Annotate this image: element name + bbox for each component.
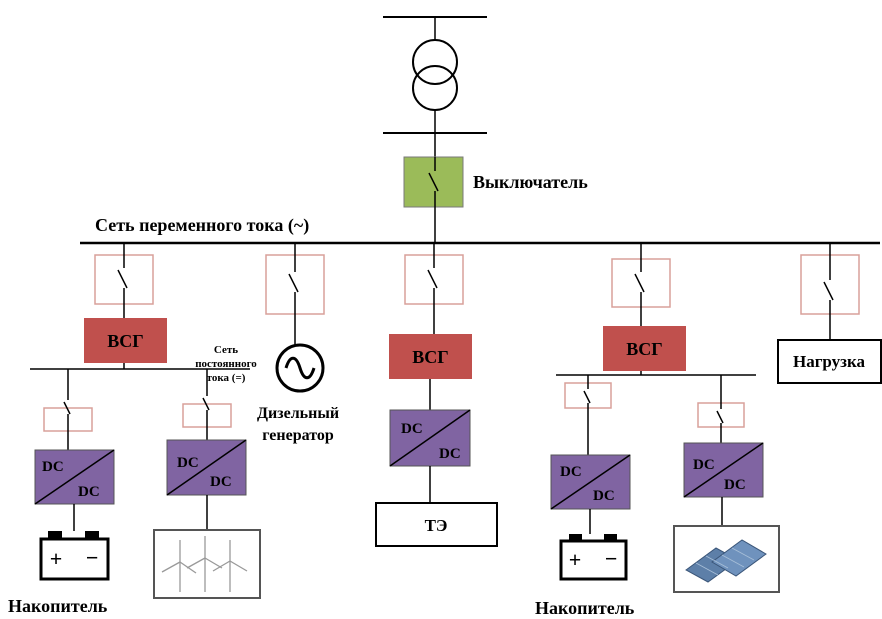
svg-text:DC: DC	[401, 421, 423, 437]
svg-text:DC: DC	[177, 455, 199, 471]
svg-text:DC: DC	[560, 464, 582, 480]
diesel-label: Дизельный	[257, 405, 339, 422]
fuel-cell-block: ТЭ	[375, 502, 498, 547]
dcdc-converter: DC DC	[166, 439, 247, 496]
dc-switch	[564, 375, 612, 455]
svg-text:−: −	[605, 546, 618, 571]
svg-text:+: +	[569, 547, 582, 572]
dc-switch	[697, 375, 745, 443]
branch-switch	[94, 243, 154, 318]
dc-grid-label: Сеть	[214, 344, 238, 356]
hv-bus	[383, 16, 487, 40]
dc-grid-label: тока (=)	[207, 372, 246, 384]
svg-text:ВСГ: ВСГ	[412, 347, 448, 367]
dcdc-converter: DC DC	[389, 409, 471, 467]
vsg-block: ВСГ	[389, 334, 472, 379]
svg-text:DC: DC	[439, 446, 461, 462]
transformer-icon	[412, 39, 458, 111]
diesel-label: генератор	[262, 427, 334, 444]
svg-text:−: −	[86, 545, 99, 570]
branch-switch	[800, 243, 860, 340]
svg-text:DC: DC	[693, 457, 715, 473]
dc-switch	[43, 369, 93, 450]
vsg-block: ВСГ	[603, 326, 686, 371]
svg-text:ВСГ: ВСГ	[626, 339, 662, 359]
branch-switch	[611, 243, 671, 326]
dcdc-converter: DC DC	[550, 454, 631, 510]
svg-text:+: +	[50, 546, 63, 571]
ac-grid-label: Сеть переменного тока (~)	[95, 215, 309, 236]
svg-text:DC: DC	[210, 474, 232, 490]
svg-text:ВСГ: ВСГ	[107, 331, 143, 351]
battery-icon: + −	[559, 534, 628, 581]
dcdc-converter: DC DC	[683, 442, 764, 498]
storage-label: Накопитель	[8, 596, 108, 616]
ac-generator-icon	[275, 343, 325, 393]
main-breaker	[403, 156, 464, 208]
vsg-block: ВСГ	[84, 318, 167, 363]
branch-switch	[404, 243, 464, 334]
storage-label: Накопитель	[535, 598, 635, 618]
dc-switch	[182, 369, 232, 440]
dcdc-converter: DC DC	[34, 449, 115, 505]
solar-panel-icon	[673, 525, 780, 593]
load-block: Нагрузка	[777, 339, 882, 384]
svg-text:DC: DC	[78, 484, 100, 500]
svg-text:Нагрузка: Нагрузка	[793, 352, 866, 371]
svg-text:DC: DC	[593, 488, 615, 504]
branch-switch	[265, 243, 325, 345]
battery-icon: + −	[39, 531, 110, 581]
svg-text:ТЭ: ТЭ	[425, 516, 448, 535]
dc-grid-label: постоянного	[195, 358, 257, 370]
svg-text:DC: DC	[42, 459, 64, 475]
wind-turbine-icon	[153, 529, 261, 599]
breaker-label: Выключатель	[473, 172, 588, 192]
svg-text:DC: DC	[724, 477, 746, 493]
